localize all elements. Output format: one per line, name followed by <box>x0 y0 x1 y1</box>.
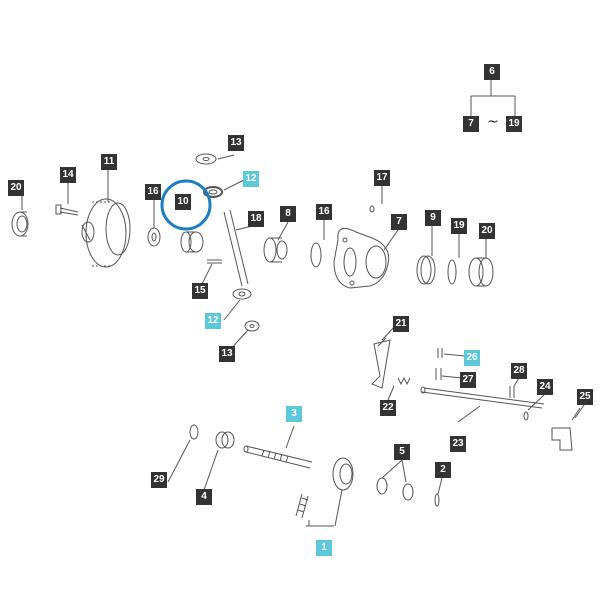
bushing-5 <box>376 477 414 501</box>
label-part-21[interactable]: 21 <box>393 316 409 332</box>
label-part-12-top[interactable]: 12 <box>243 171 259 187</box>
gear-11 <box>81 198 131 268</box>
label-part-24[interactable]: 24 <box>537 379 553 395</box>
shift-fork-21 <box>371 337 391 389</box>
bearing-12-bottom <box>232 288 252 300</box>
label-part-7[interactable]: 7 <box>391 214 407 230</box>
label-part-7-range[interactable]: 7 <box>463 116 479 132</box>
label-part-15[interactable]: 15 <box>192 283 208 299</box>
pin-2 <box>434 493 440 507</box>
label-part-14[interactable]: 14 <box>60 167 76 183</box>
washer-16-left <box>147 227 161 247</box>
bolt-14 <box>55 204 79 216</box>
ring-9 <box>416 255 432 285</box>
shaft-18 <box>223 209 249 287</box>
label-part-29[interactable]: 29 <box>151 472 167 488</box>
clip-24 <box>523 411 529 421</box>
group-bracket <box>470 80 516 116</box>
shift-rod-23 <box>421 387 545 409</box>
label-part-17[interactable]: 17 <box>374 170 390 186</box>
label-part-16-right[interactable]: 16 <box>316 204 332 220</box>
label-part-20-left[interactable]: 20 <box>8 180 24 196</box>
label-part-6[interactable]: 6 <box>484 64 500 80</box>
label-part-5[interactable]: 5 <box>394 444 410 460</box>
label-part-3[interactable]: 3 <box>286 406 302 422</box>
pin-17 <box>369 205 375 213</box>
housing-7 <box>333 227 390 289</box>
label-part-8[interactable]: 8 <box>280 206 296 222</box>
label-part-19[interactable]: 19 <box>451 218 467 234</box>
label-part-25[interactable]: 25 <box>577 389 593 405</box>
label-part-9[interactable]: 9 <box>425 210 441 226</box>
lever-25 <box>551 407 581 451</box>
label-part-19-range[interactable]: 19 <box>506 116 522 132</box>
range-tilde: ~ <box>487 114 499 130</box>
label-part-26[interactable]: 26 <box>464 350 480 366</box>
label-part-13-bottom[interactable]: 13 <box>219 346 235 362</box>
spring-22 <box>397 376 411 386</box>
label-part-10[interactable]: 10 <box>175 194 191 210</box>
hub-8 <box>263 237 288 263</box>
bearing-20-right <box>468 257 494 287</box>
label-part-18[interactable]: 18 <box>248 211 264 227</box>
pin-28 <box>509 386 515 398</box>
label-part-2[interactable]: 2 <box>435 462 451 478</box>
pin-26 <box>437 348 443 358</box>
washer-13-bottom <box>244 320 260 332</box>
pinion-shaft-3 <box>243 445 313 469</box>
snap-ring-29 <box>189 424 199 440</box>
label-part-16-left[interactable]: 16 <box>145 184 161 200</box>
selection-ring <box>160 179 212 231</box>
bearing-4 <box>215 431 235 449</box>
label-part-20-right[interactable]: 20 <box>479 223 495 239</box>
label-part-12-bottom[interactable]: 12 <box>205 313 221 329</box>
label-part-1[interactable]: 1 <box>316 540 332 556</box>
label-part-27[interactable]: 27 <box>460 372 476 388</box>
bevel-gear-1 <box>295 457 354 519</box>
label-part-4[interactable]: 4 <box>196 489 212 505</box>
label-part-28[interactable]: 28 <box>511 363 527 379</box>
washer-16-right <box>310 242 322 268</box>
seal-ring-20-left <box>11 211 29 237</box>
bushing-10 <box>180 231 204 253</box>
pin-15 <box>207 259 222 264</box>
label-part-11[interactable]: 11 <box>101 154 117 170</box>
label-part-22[interactable]: 22 <box>380 400 396 416</box>
pin-27 <box>435 368 442 380</box>
washer-13-top <box>195 153 217 165</box>
label-part-23[interactable]: 23 <box>450 436 466 452</box>
ring-19 <box>447 259 457 285</box>
label-part-13-top[interactable]: 13 <box>228 135 244 151</box>
bearing-12-top <box>203 186 223 198</box>
